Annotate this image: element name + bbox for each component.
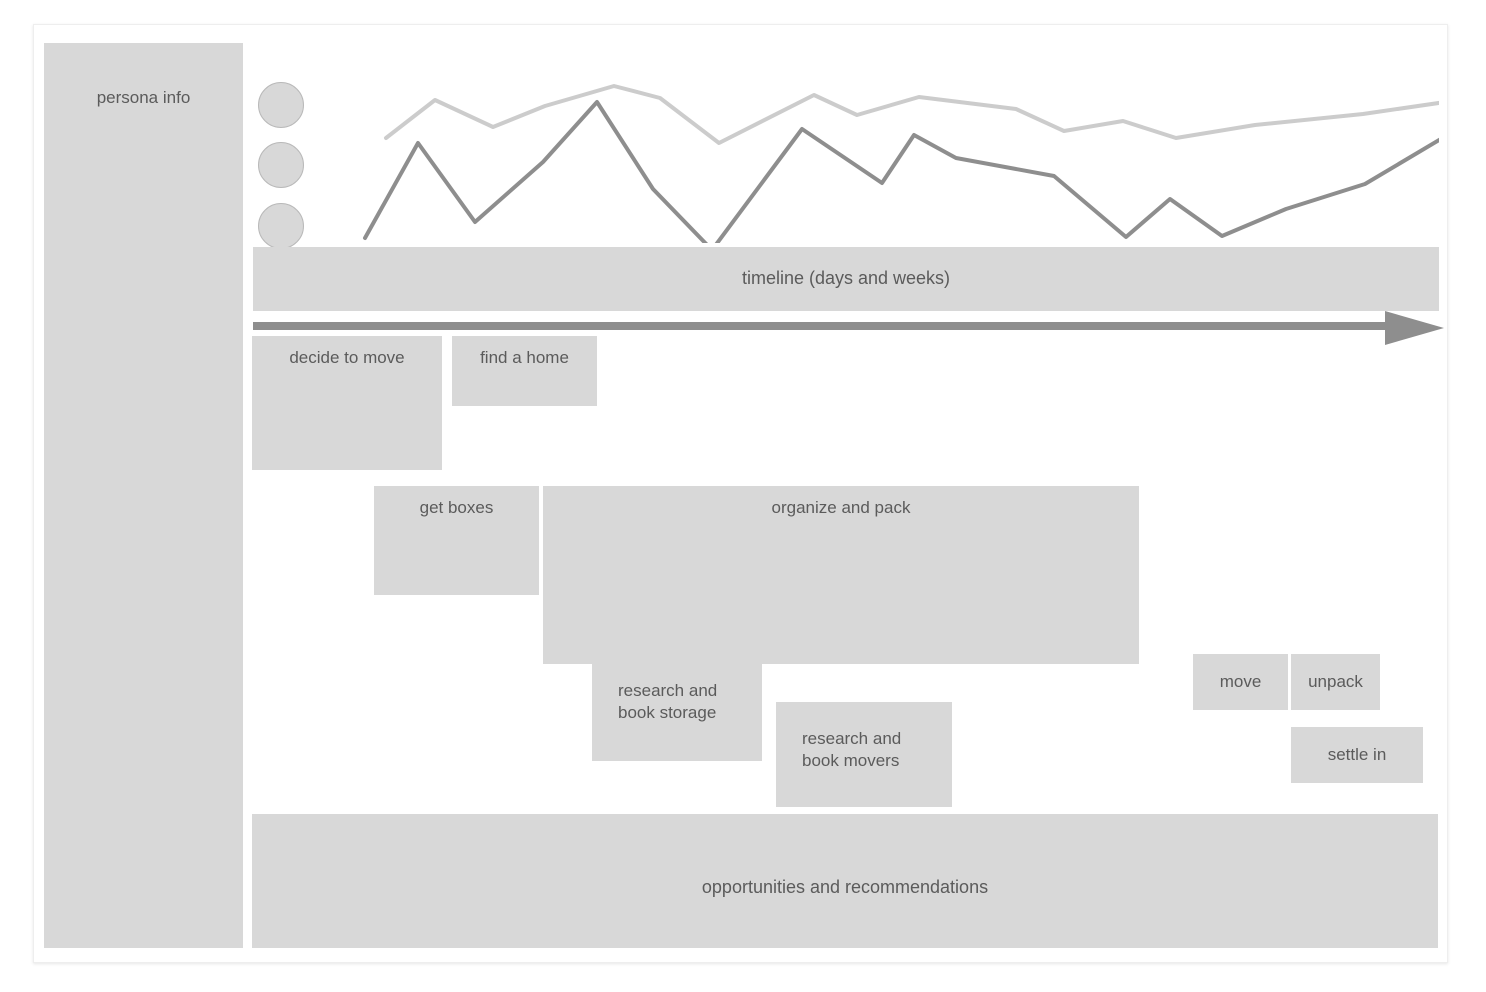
stage-box-unpack[interactable]: unpack xyxy=(1291,654,1380,710)
stage-label-unpack: unpack xyxy=(1308,672,1363,691)
opportunities-and-recommendations-bar[interactable]: opportunities and recommendations xyxy=(252,814,1438,948)
stage-box-research-and-book-movers[interactable]: research and book movers xyxy=(776,702,952,807)
reality-line-path xyxy=(363,100,1439,243)
stage-box-move[interactable]: move xyxy=(1193,654,1288,710)
expectation-line-path xyxy=(384,84,1439,145)
stage-box-settle-in[interactable]: settle in xyxy=(1291,727,1423,783)
arrow-right-icon xyxy=(253,311,1444,345)
experience-curve-svg xyxy=(363,84,1439,243)
timeline-axis-arrow xyxy=(253,311,1444,345)
experience-curve-chart xyxy=(253,43,1439,249)
persona-avatar-2-icon xyxy=(258,142,304,188)
journey-map-canvas: persona info timeline (days and weeks) d… xyxy=(33,24,1448,963)
persona-avatar-1-icon xyxy=(258,82,304,128)
stage-box-get-boxes[interactable]: get boxes xyxy=(374,486,539,595)
persona-info-label: persona info xyxy=(96,88,191,107)
stage-label-research-and-book-storage: research and book storage xyxy=(618,681,718,722)
persona-info-panel[interactable]: persona info xyxy=(44,43,243,948)
stage-label-settle-in: settle in xyxy=(1327,745,1387,764)
stage-box-research-and-book-storage[interactable]: research and book storage xyxy=(592,654,762,761)
stage-box-organize-and-pack[interactable]: organize and pack xyxy=(543,486,1139,664)
stage-label-research-and-book-movers: research and book movers xyxy=(802,729,902,770)
timeline-bar: timeline (days and weeks) xyxy=(253,247,1439,311)
stage-box-find-a-home[interactable]: find a home xyxy=(452,336,597,406)
opportunities-label: opportunities and recommendations xyxy=(701,877,989,897)
stage-label-find-a-home: find a home xyxy=(480,348,569,367)
stage-box-decide-to-move[interactable]: decide to move xyxy=(252,336,442,470)
timeline-label: timeline (days and weeks) xyxy=(741,268,951,288)
stage-label-decide-to-move: decide to move xyxy=(289,348,405,367)
stage-label-move: move xyxy=(1219,672,1262,691)
stage-label-get-boxes: get boxes xyxy=(419,498,494,517)
stage-label-organize-and-pack: organize and pack xyxy=(771,498,911,517)
